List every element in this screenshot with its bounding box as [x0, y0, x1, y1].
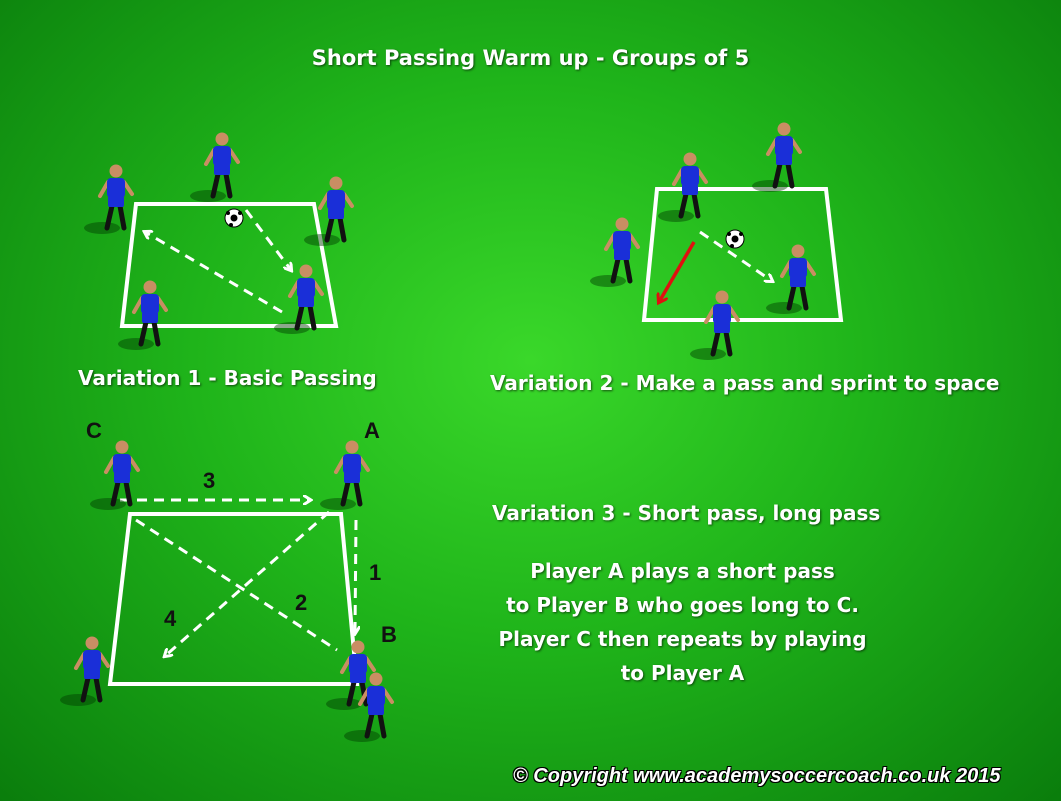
player-label-a: A	[364, 418, 380, 443]
v1-pass-arrow-2	[145, 232, 283, 314]
v3-pass-arrow-2	[135, 518, 338, 652]
player-figure	[190, 132, 240, 202]
description-line: to Player B who goes long to C.	[506, 593, 859, 617]
pass-number-2: 2	[295, 590, 308, 615]
description-line: to Player A	[620, 661, 745, 685]
player-figure	[326, 640, 376, 710]
player-label-c: C	[86, 418, 102, 443]
v3-pass-arrow-1	[355, 519, 356, 633]
pass-number-1: 1	[369, 560, 382, 585]
soccer-ball	[725, 229, 745, 249]
v2-sprint-arrow	[659, 241, 696, 302]
player-figure	[118, 280, 168, 350]
player-figure	[304, 176, 354, 246]
page-title: Short Passing Warm up - Groups of 5	[311, 46, 750, 70]
v3-grid	[107, 512, 360, 686]
pass-number-3: 3	[203, 468, 216, 493]
variation-1-label: Variation 1 - Basic Passing	[78, 366, 377, 390]
player-figure	[274, 264, 324, 334]
player-figure	[590, 217, 640, 287]
soccer-ball	[224, 208, 244, 228]
player-figure	[690, 290, 740, 360]
player-figure	[766, 244, 816, 314]
variation-2-label: Variation 2 - Make a pass and sprint to …	[490, 371, 1000, 395]
player-figure	[752, 122, 802, 192]
player-figure	[658, 152, 708, 222]
description-line: Player A plays a short pass	[530, 559, 835, 583]
v3-pass-arrow-4	[165, 510, 330, 656]
player-figure	[60, 636, 110, 706]
pass-number-4: 4	[164, 606, 177, 631]
player-figure	[320, 440, 370, 510]
v1-grid	[119, 202, 339, 328]
v2-pass-arrow	[699, 230, 772, 281]
player-figure	[344, 672, 394, 742]
v2-grid	[641, 187, 844, 322]
variation-3-description: Player A plays a short pass to Player B …	[470, 554, 895, 690]
copyright-notice: © Copyright www.academysoccercoach.co.uk…	[513, 765, 1001, 787]
players	[60, 122, 816, 742]
description-line: Player C then repeats by playing	[498, 627, 867, 651]
variation-3-label: Variation 3 - Short pass, long pass	[492, 501, 881, 525]
player-label-b: B	[381, 622, 397, 647]
player-figure	[90, 440, 140, 510]
v1-pass-arrow-1	[244, 209, 291, 270]
player-figure	[84, 164, 134, 234]
